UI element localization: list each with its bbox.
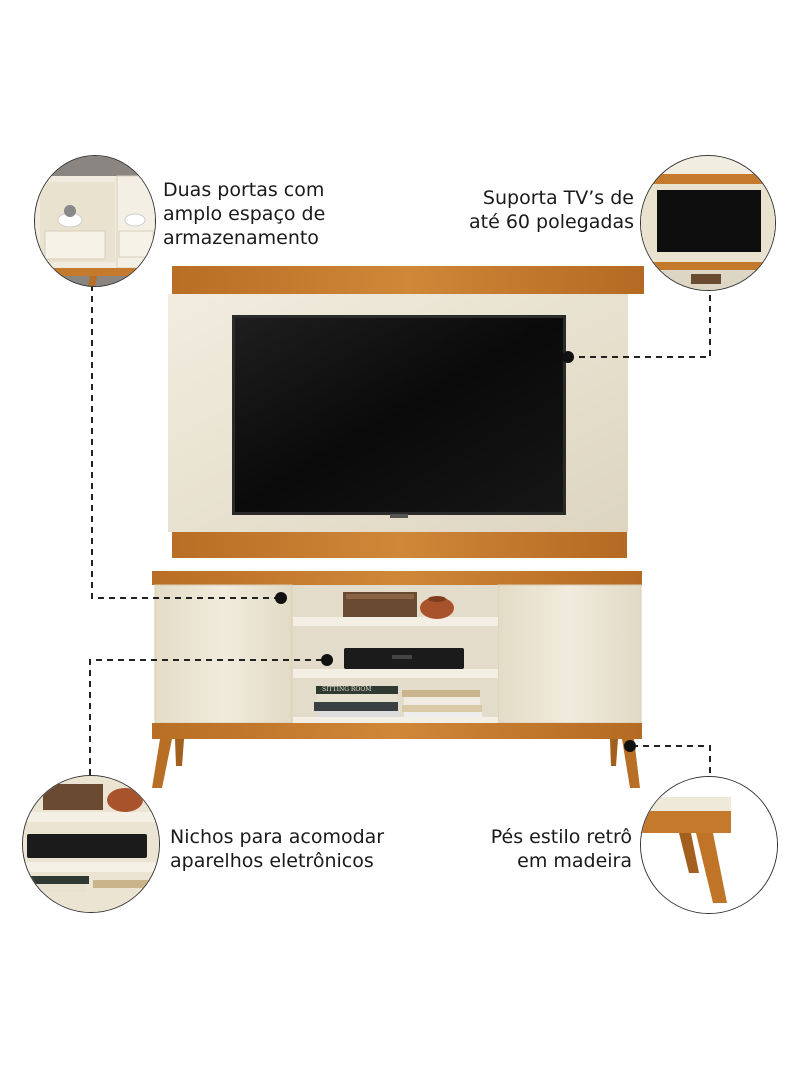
callout-feet-line1: Pés estilo retrô — [490, 826, 632, 848]
callout-niches-line2: aparelhos eletrônicos — [170, 850, 374, 872]
left-door — [154, 584, 293, 724]
callout-doors-line3: armazenamento — [163, 227, 319, 249]
dot-doors — [275, 592, 287, 604]
decor-pot — [420, 597, 454, 619]
dot-tv — [562, 351, 574, 363]
rack-base — [152, 723, 642, 739]
detail-circle-tv — [640, 155, 776, 291]
callout-tv-line2: até 60 polegadas — [469, 211, 634, 233]
connector-lines — [89, 285, 711, 790]
rack-top — [152, 571, 642, 585]
callout-feet: Pés estilo retrô em madeira — [491, 825, 632, 873]
detail-circle-niches — [22, 775, 160, 913]
leg-back-left — [175, 739, 184, 766]
television — [232, 315, 566, 518]
leg-back-right — [610, 739, 618, 766]
callout-doors-line1: Duas portas com — [163, 179, 325, 201]
books — [314, 686, 482, 717]
leg-front-right — [622, 739, 640, 788]
dot-feet — [624, 740, 636, 752]
callout-doors: Duas portas com amplo espaço de armazena… — [163, 178, 325, 250]
leg-front-left — [152, 739, 172, 788]
callout-doors-line2: amplo espaço de — [163, 203, 326, 225]
callout-tv-line1: Suporta TV’s de — [482, 187, 634, 209]
detail-circle-feet — [640, 776, 778, 914]
detail-circle-doors — [34, 155, 156, 287]
book-spine-text: SITTING ROOM — [322, 686, 372, 693]
callout-feet-line2: em madeira — [517, 850, 632, 872]
dot-niches — [321, 654, 333, 666]
right-door — [497, 584, 642, 724]
callout-tv: Suporta TV’s de até 60 polegadas — [469, 186, 634, 234]
callout-niches-line1: Nichos para acomodar — [170, 826, 385, 848]
callout-niches: Nichos para acomodar aparelhos eletrônic… — [170, 825, 384, 873]
